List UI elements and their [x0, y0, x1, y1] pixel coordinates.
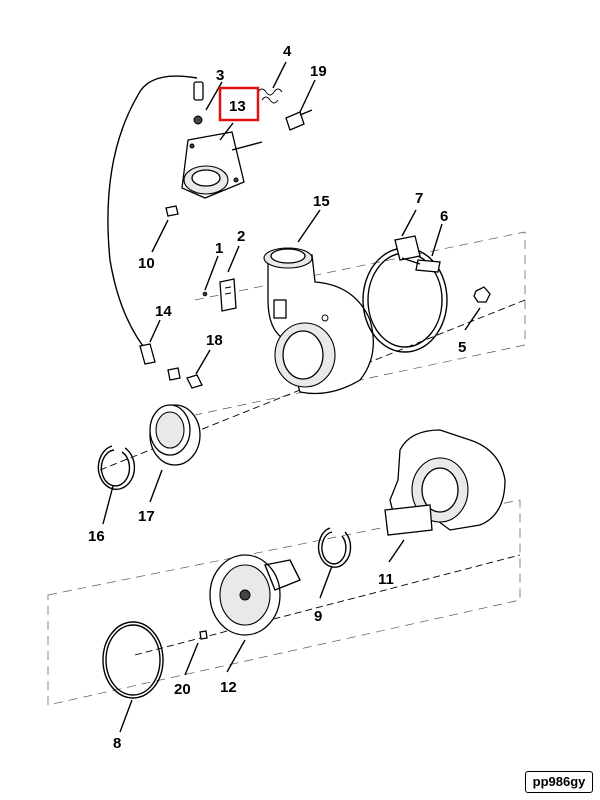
part-label-14: 14	[155, 303, 172, 320]
part-label-7: 7	[415, 190, 423, 207]
part-label-12: 12	[220, 679, 237, 696]
part-label-15: 15	[313, 193, 330, 210]
part-label-3: 3	[216, 67, 224, 84]
part-labels: 3 4 19 13 15 7 6 1 2 10 14 18 5 16 17 11…	[88, 43, 466, 752]
part-label-11: 11	[378, 571, 394, 588]
wastegate-hose	[107, 75, 198, 356]
reference-code-badge: pp986gy	[525, 771, 593, 793]
hose-fitting-part-3	[193, 81, 204, 101]
part-label-10: 10	[138, 255, 155, 272]
assembly-centerline-lower	[134, 554, 521, 656]
part-label-4: 4	[283, 43, 292, 60]
plate-part-2	[219, 278, 237, 312]
part-label-2: 2	[237, 228, 245, 245]
seal-ring-part-17	[149, 404, 201, 466]
hose-clamp-part-4	[257, 88, 283, 104]
rivet-part-1	[202, 291, 208, 297]
part-label-8: 8	[113, 735, 121, 752]
turbine-housing-part-11	[384, 429, 506, 536]
leader-lines	[102, 61, 481, 733]
part-label-19: 19	[310, 63, 327, 80]
snap-ring-part-16	[97, 445, 136, 491]
hose-sleeve-part-14	[139, 343, 156, 365]
compressor-housing-part-15	[263, 247, 374, 395]
screw-part-10	[165, 205, 179, 217]
o-ring-part-8	[102, 621, 164, 699]
part-label-9: 9	[314, 608, 322, 625]
part-label-20: 20	[174, 681, 191, 698]
part-label-6: 6	[440, 208, 448, 225]
sensor-part-19	[285, 109, 313, 131]
wastegate-actuator-part-13	[181, 115, 263, 199]
bolt-part-6	[401, 257, 441, 273]
part-label-16: 16	[88, 528, 105, 545]
assembly-frame-lower	[47, 499, 521, 706]
part-label-18: 18	[206, 332, 223, 349]
part-label-17: 17	[138, 508, 155, 525]
nut-part-5	[473, 286, 491, 303]
highlight-box	[218, 86, 260, 122]
center-housing-part-12	[209, 554, 301, 636]
v-band-clamp-part-7	[362, 235, 448, 353]
part-label-5: 5	[458, 339, 466, 356]
snap-ring-part-9	[317, 527, 352, 568]
pin-part-20	[199, 630, 208, 640]
part-label-13: 13	[229, 98, 246, 115]
part-label-1: 1	[215, 240, 223, 257]
fitting-part-18	[186, 374, 203, 389]
fitting-small	[167, 367, 181, 381]
